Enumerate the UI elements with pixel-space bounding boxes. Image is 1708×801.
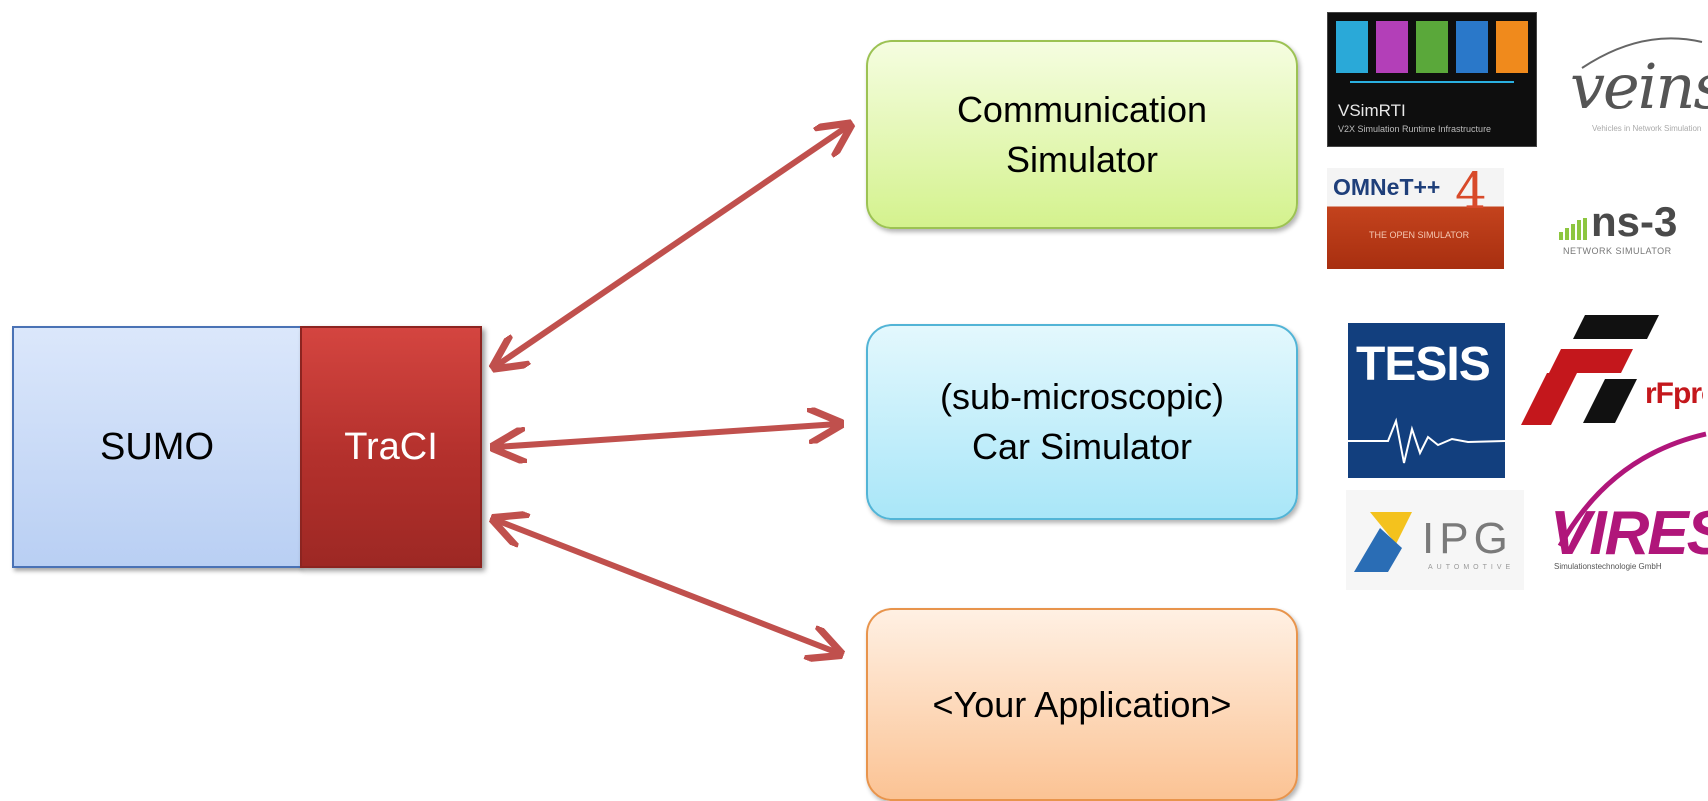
vires-swoosh bbox=[1557, 431, 1707, 548]
application-label: <Your Application> bbox=[932, 683, 1232, 725]
vsimrti-subtitle: V2X Simulation Runtime Infrastructure bbox=[1338, 124, 1492, 134]
ns3-logo: ns-3 NETWORK SIMULATOR bbox=[1553, 196, 1703, 266]
arrow-traci-application bbox=[496, 520, 838, 653]
car-line2: Car Simulator bbox=[971, 426, 1193, 467]
vsimrti-name: VSimRTI bbox=[1338, 101, 1406, 120]
traci-box: TraCI bbox=[300, 326, 482, 568]
vsimrti-modules bbox=[1336, 21, 1528, 73]
tesis-wave-icon bbox=[1348, 417, 1505, 464]
ns3-subtitle: NETWORK SIMULATOR bbox=[1563, 246, 1672, 256]
omnet-subtitle: THE OPEN SIMULATOR bbox=[1369, 230, 1470, 240]
sumo-box: SUMO bbox=[12, 326, 302, 568]
vsimrti-logo: VSimRTI V2X Simulation Runtime Infrastru… bbox=[1327, 12, 1537, 147]
car-line1: (sub-microscopic) bbox=[939, 376, 1225, 417]
veins-subtitle: Vehicles in Network Simulation bbox=[1592, 124, 1702, 133]
ipg-name: IPG bbox=[1422, 514, 1513, 563]
veins-name: veins bbox=[1570, 50, 1708, 123]
arrow-traci-car bbox=[496, 424, 838, 447]
veins-logo: veins Vehicles in Network Simulation bbox=[1562, 28, 1708, 136]
ipg-logo: IPG AUTOMOTIVE bbox=[1346, 490, 1524, 590]
car-simulator-box: (sub-microscopic) Car Simulator bbox=[866, 324, 1298, 520]
ipg-subtitle: AUTOMOTIVE bbox=[1428, 564, 1515, 571]
omnetpp-logo: OMNeT++ 4 THE OPEN SIMULATOR bbox=[1327, 168, 1504, 269]
rfpro-emblem bbox=[1521, 315, 1659, 425]
traci-label: TraCI bbox=[344, 425, 438, 468]
tesis-logo: TESIS bbox=[1348, 323, 1505, 478]
veins-swoosh bbox=[1581, 37, 1703, 69]
rfpro-name: rFpro bbox=[1645, 377, 1703, 410]
communication-line1: Communication bbox=[956, 88, 1208, 130]
arrow-traci-communication bbox=[496, 126, 848, 366]
sumo-label: SUMO bbox=[100, 425, 214, 468]
ipg-emblem bbox=[1354, 512, 1412, 572]
your-application-box: <Your Application> bbox=[866, 608, 1298, 801]
ns3-signal-icon bbox=[1559, 218, 1587, 240]
communication-line2: Simulator bbox=[1005, 138, 1159, 180]
tesis-name: TESIS bbox=[1356, 338, 1491, 391]
omnet-version: 4 bbox=[1455, 168, 1487, 220]
vsimrti-bus-line bbox=[1350, 81, 1514, 83]
rfpro-logo: rFpro bbox=[1517, 315, 1703, 425]
ns3-name: ns-3 bbox=[1591, 198, 1678, 245]
omnet-name: OMNeT++ bbox=[1333, 174, 1441, 200]
communication-simulator-box: Communication Simulator bbox=[866, 40, 1298, 229]
vires-subtitle: Simulationstechnologie GmbH bbox=[1554, 562, 1662, 571]
